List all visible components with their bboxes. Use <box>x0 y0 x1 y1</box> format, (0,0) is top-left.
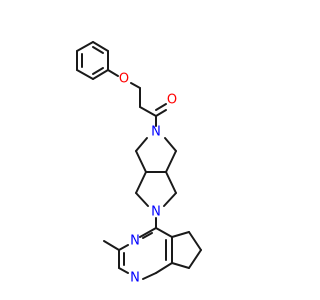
bond <box>130 82 141 89</box>
bond <box>92 69 109 80</box>
bond <box>164 137 177 152</box>
bond <box>107 69 119 77</box>
bond <box>171 262 190 269</box>
carbonyl-oxygen-label: O <box>167 93 177 108</box>
bond-carbonyl <box>155 109 167 117</box>
bond <box>165 171 177 194</box>
bicyclic-core <box>135 137 177 229</box>
bond <box>142 272 157 280</box>
pyrimidine-nitrogen-2-label: N <box>130 271 140 286</box>
bond <box>76 69 94 80</box>
bond-double-inner <box>92 46 104 54</box>
pyrimidine-ring <box>118 227 173 280</box>
bond-double-inner <box>92 67 104 75</box>
bond <box>163 192 177 207</box>
methyl-bond <box>103 240 120 251</box>
bond-double-inner <box>142 232 153 239</box>
ether-oxygen-label: O <box>119 72 129 87</box>
bond <box>135 192 149 207</box>
bond <box>139 106 157 117</box>
bond <box>188 231 202 251</box>
molecule-canvas: O O N N N N <box>76 41 202 286</box>
bond <box>76 41 94 52</box>
bond <box>118 244 129 251</box>
bond <box>92 41 109 52</box>
bond <box>171 231 190 238</box>
bond <box>135 171 147 194</box>
cyclopentane-ring <box>171 231 202 269</box>
amide-nitrogen-label: N <box>151 125 161 140</box>
phenyl-ring <box>76 41 109 80</box>
bond <box>135 150 147 173</box>
bond <box>135 137 148 152</box>
bond <box>118 267 129 274</box>
bond <box>139 227 157 238</box>
pyrimidine-nitrogen-1-label: N <box>130 234 140 249</box>
phenoxy-acetyl-chain <box>107 69 167 127</box>
bond-carbonyl <box>155 103 167 111</box>
bond <box>165 150 177 173</box>
molecule-structure: O O N N N N <box>76 41 202 286</box>
bond <box>155 262 173 274</box>
amine-nitrogen-label: N <box>151 205 161 220</box>
bond <box>188 249 202 269</box>
bond <box>155 227 173 238</box>
